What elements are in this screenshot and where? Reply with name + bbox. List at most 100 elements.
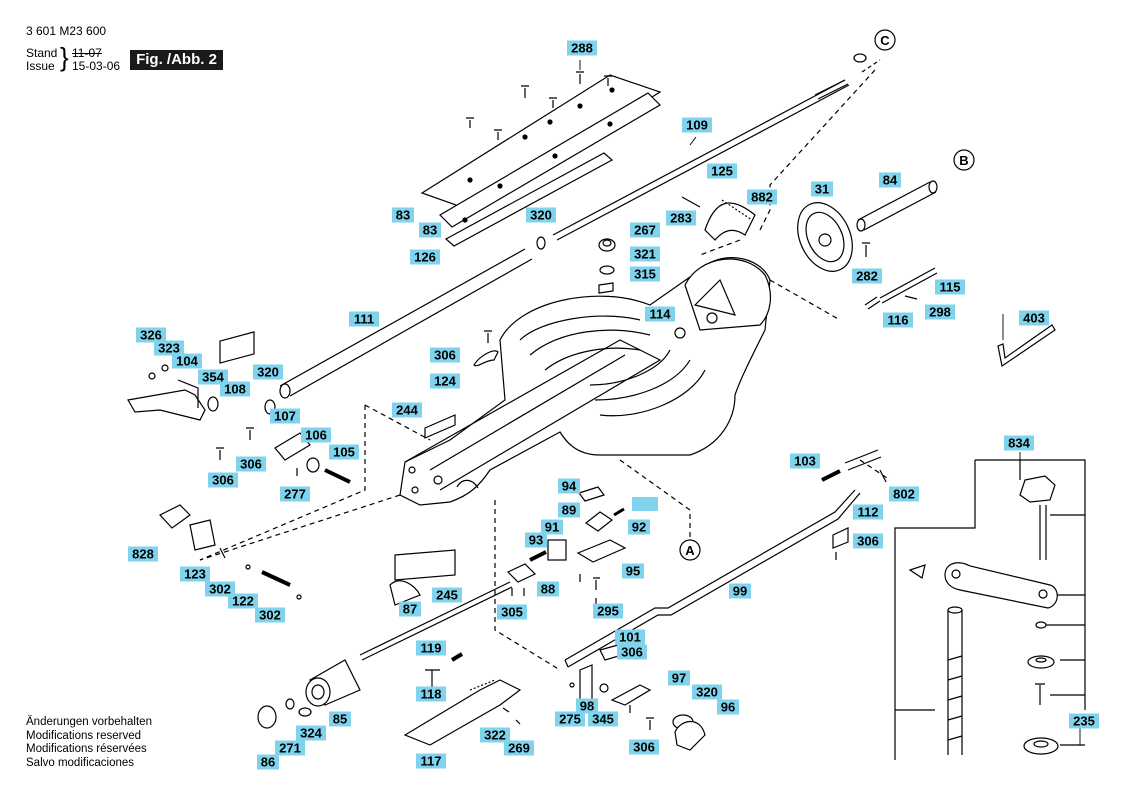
callout-number: 116 [888, 313, 909, 328]
part-callout-p101: 101 [615, 629, 645, 645]
callout-number: 403 [1023, 311, 1045, 326]
fence-rails [420, 74, 662, 247]
callout-number: 282 [856, 269, 878, 284]
callout-number: 96 [721, 700, 735, 715]
part-callout-p114: 114 [645, 306, 675, 322]
callout-box [208, 472, 238, 488]
part-callout-p326: 326 [136, 327, 166, 343]
part-callout-p306f: 306 [629, 739, 659, 755]
part-callout-p302b: 302 [255, 607, 285, 623]
part-callout-p322: 322 [480, 727, 510, 743]
lever-828 [159, 504, 302, 600]
callout-box [747, 189, 777, 205]
callout-box [717, 699, 739, 715]
callout-box [480, 727, 510, 743]
part-callout-p87: 87 [399, 601, 421, 617]
spring-119 [450, 652, 464, 662]
callout-box [253, 364, 283, 380]
callout-box [541, 519, 563, 535]
callout-number: 267 [634, 223, 656, 238]
svg-text:B: B [959, 153, 968, 168]
callout-box [525, 532, 547, 548]
part-callout-p85: 85 [329, 711, 351, 727]
callout-number: 123 [184, 567, 206, 582]
part-callout-p269: 269 [504, 740, 534, 756]
callout-box [430, 347, 460, 363]
callout-number: 122 [232, 594, 254, 609]
part-callout-p345: 345 [588, 711, 618, 727]
callout-number: 83 [396, 208, 410, 223]
callout-box [392, 402, 422, 418]
callout-box [558, 502, 580, 518]
pin-115 [879, 267, 938, 304]
callout-number: 117 [421, 754, 442, 769]
callout-number: 306 [240, 457, 262, 472]
callout-number: 283 [670, 211, 692, 226]
part-callout-p31: 31 [811, 181, 833, 197]
screws-288 [466, 71, 612, 140]
part-callout-p271: 271 [275, 740, 305, 756]
callout-box [128, 546, 158, 562]
callout-number: 95 [626, 564, 640, 579]
pin-282 [862, 242, 870, 257]
callout-box [329, 444, 359, 460]
callout-box [257, 754, 279, 770]
part-callout-p124: 124 [430, 373, 460, 389]
part-callout-p306a: 306 [430, 347, 460, 363]
callout-box [617, 644, 647, 660]
part-callout-p105: 105 [329, 444, 359, 460]
callout-number: 99 [733, 584, 747, 599]
part-callout-p306e: 306 [617, 644, 647, 660]
part-callout-p118: 118 [416, 686, 446, 702]
part-callouts: 2881098383126320125882283267321315318428… [128, 40, 1099, 770]
callout-box [853, 533, 883, 549]
part-callout-p83b: 83 [419, 222, 441, 238]
ref-circle-b: B [953, 149, 975, 171]
callout-box [205, 581, 235, 597]
part-callout-p324: 324 [296, 725, 326, 741]
callout-box [622, 563, 644, 579]
callout-number: 315 [634, 267, 656, 282]
callout-number: 321 [634, 247, 656, 262]
saw-base [399, 257, 772, 506]
callout-box [811, 181, 833, 197]
callout-number: 84 [883, 173, 898, 188]
callout-box [296, 725, 326, 741]
callout-box [630, 266, 660, 282]
callout-box [883, 312, 913, 328]
part-callout-p106: 106 [301, 427, 331, 443]
part-callout-p320a: 320 [526, 207, 556, 223]
callout-number: 323 [158, 341, 180, 356]
callout-number: 271 [279, 741, 301, 756]
cap-86 [257, 705, 277, 729]
callout-box [280, 486, 310, 502]
callout-box [588, 711, 618, 727]
callout-box [497, 604, 527, 620]
callout-box [630, 222, 660, 238]
block-91 [547, 539, 567, 561]
callout-number: 93 [529, 533, 543, 548]
part-callout-p245: 245 [432, 587, 462, 603]
callout-number: 86 [261, 755, 275, 770]
part-callout-p84: 84 [879, 172, 901, 188]
callout-number: 269 [508, 741, 530, 756]
part-callout-p103: 103 [790, 453, 820, 469]
callout-box [558, 478, 580, 494]
stand-label: Stand [26, 46, 58, 60]
part-callout-p302a: 302 [205, 581, 235, 597]
part-callout-p109: 109 [682, 117, 712, 133]
pin-105 [324, 468, 351, 484]
callout-box [729, 583, 751, 599]
callout-number: 306 [857, 534, 879, 549]
callout-box [889, 486, 919, 502]
pin-298 [904, 295, 918, 300]
callout-box [392, 207, 414, 223]
callout-box [504, 740, 534, 756]
bracket-834 [894, 459, 1086, 760]
disk-31 [797, 202, 853, 272]
screws-322-269 [502, 707, 521, 725]
callout-number: 107 [274, 409, 296, 424]
callout-box [1069, 713, 1099, 729]
handle-117 [403, 679, 522, 746]
part-callout-p98: 98 [576, 698, 598, 714]
